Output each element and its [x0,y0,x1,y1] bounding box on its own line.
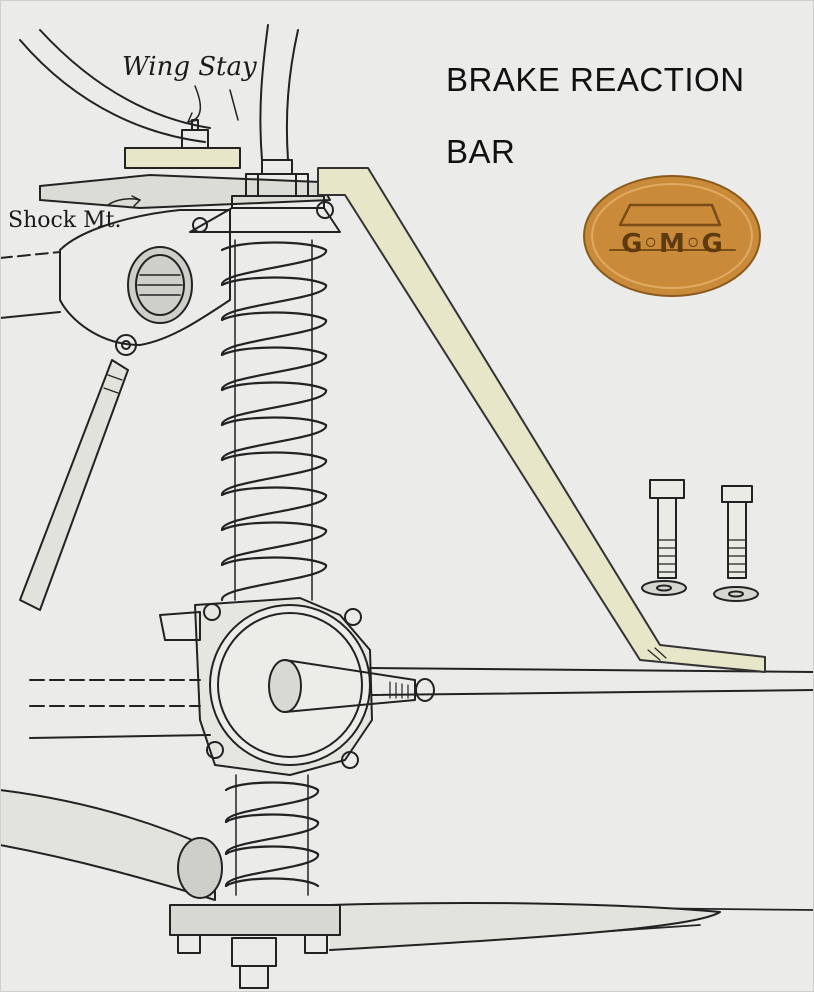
diagram-title: BRAKE REACTION BAR [446,44,745,188]
axle-housing [0,209,231,356]
wing-stay-label: Wing Stay [122,52,257,82]
gmg-badge: G◦M◦G [583,175,761,297]
coil-spring-upper [220,239,328,602]
coil-spring-lower [224,774,320,896]
shock-mount-label: Shock Mt. [8,208,122,233]
bolt-1 [641,479,687,596]
lower-plate [169,904,341,989]
top-nut [189,159,341,233]
brake-reaction-bar [317,167,766,673]
radius-rod [19,359,129,611]
badge-text: G◦M◦G [621,229,723,259]
lower-arm [0,789,814,951]
wing-stay [19,24,299,161]
brake-drum [159,597,373,776]
bolt-2 [713,485,759,602]
title-line-1: BRAKE REACTION [446,61,745,98]
stub-axle [268,659,435,713]
title-line-2: BAR [446,133,516,170]
axle-beam [29,667,814,739]
